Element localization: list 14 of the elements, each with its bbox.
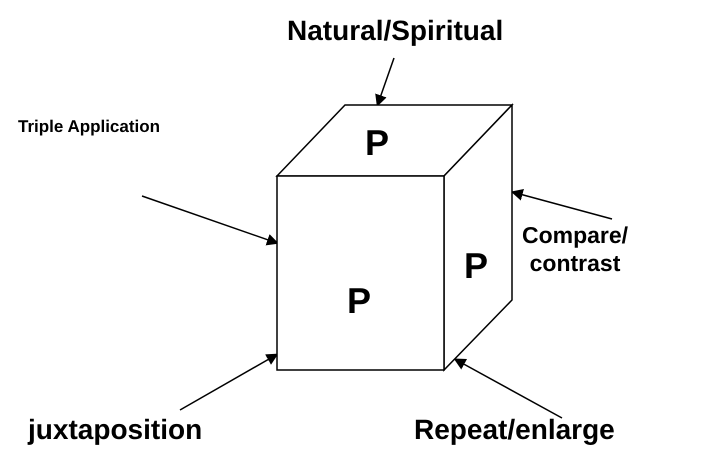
cube-front-face [277,176,444,370]
cube-top-face [277,105,512,176]
arrow-label: Natural/Spiritual [287,14,513,48]
arrow-label: Triple Application [18,117,160,138]
cube-right-face [444,105,512,370]
arrow-label: Compare/ contrast [505,222,645,278]
face-letter: P [347,283,372,319]
arrow [453,358,562,419]
face-letter: P [365,125,390,161]
arrow [510,188,612,220]
face-letter: P [464,248,488,284]
arrow-label: juxtaposition [28,413,202,447]
arrow [180,352,279,411]
arrow-label: Repeat/enlarge [414,413,615,447]
